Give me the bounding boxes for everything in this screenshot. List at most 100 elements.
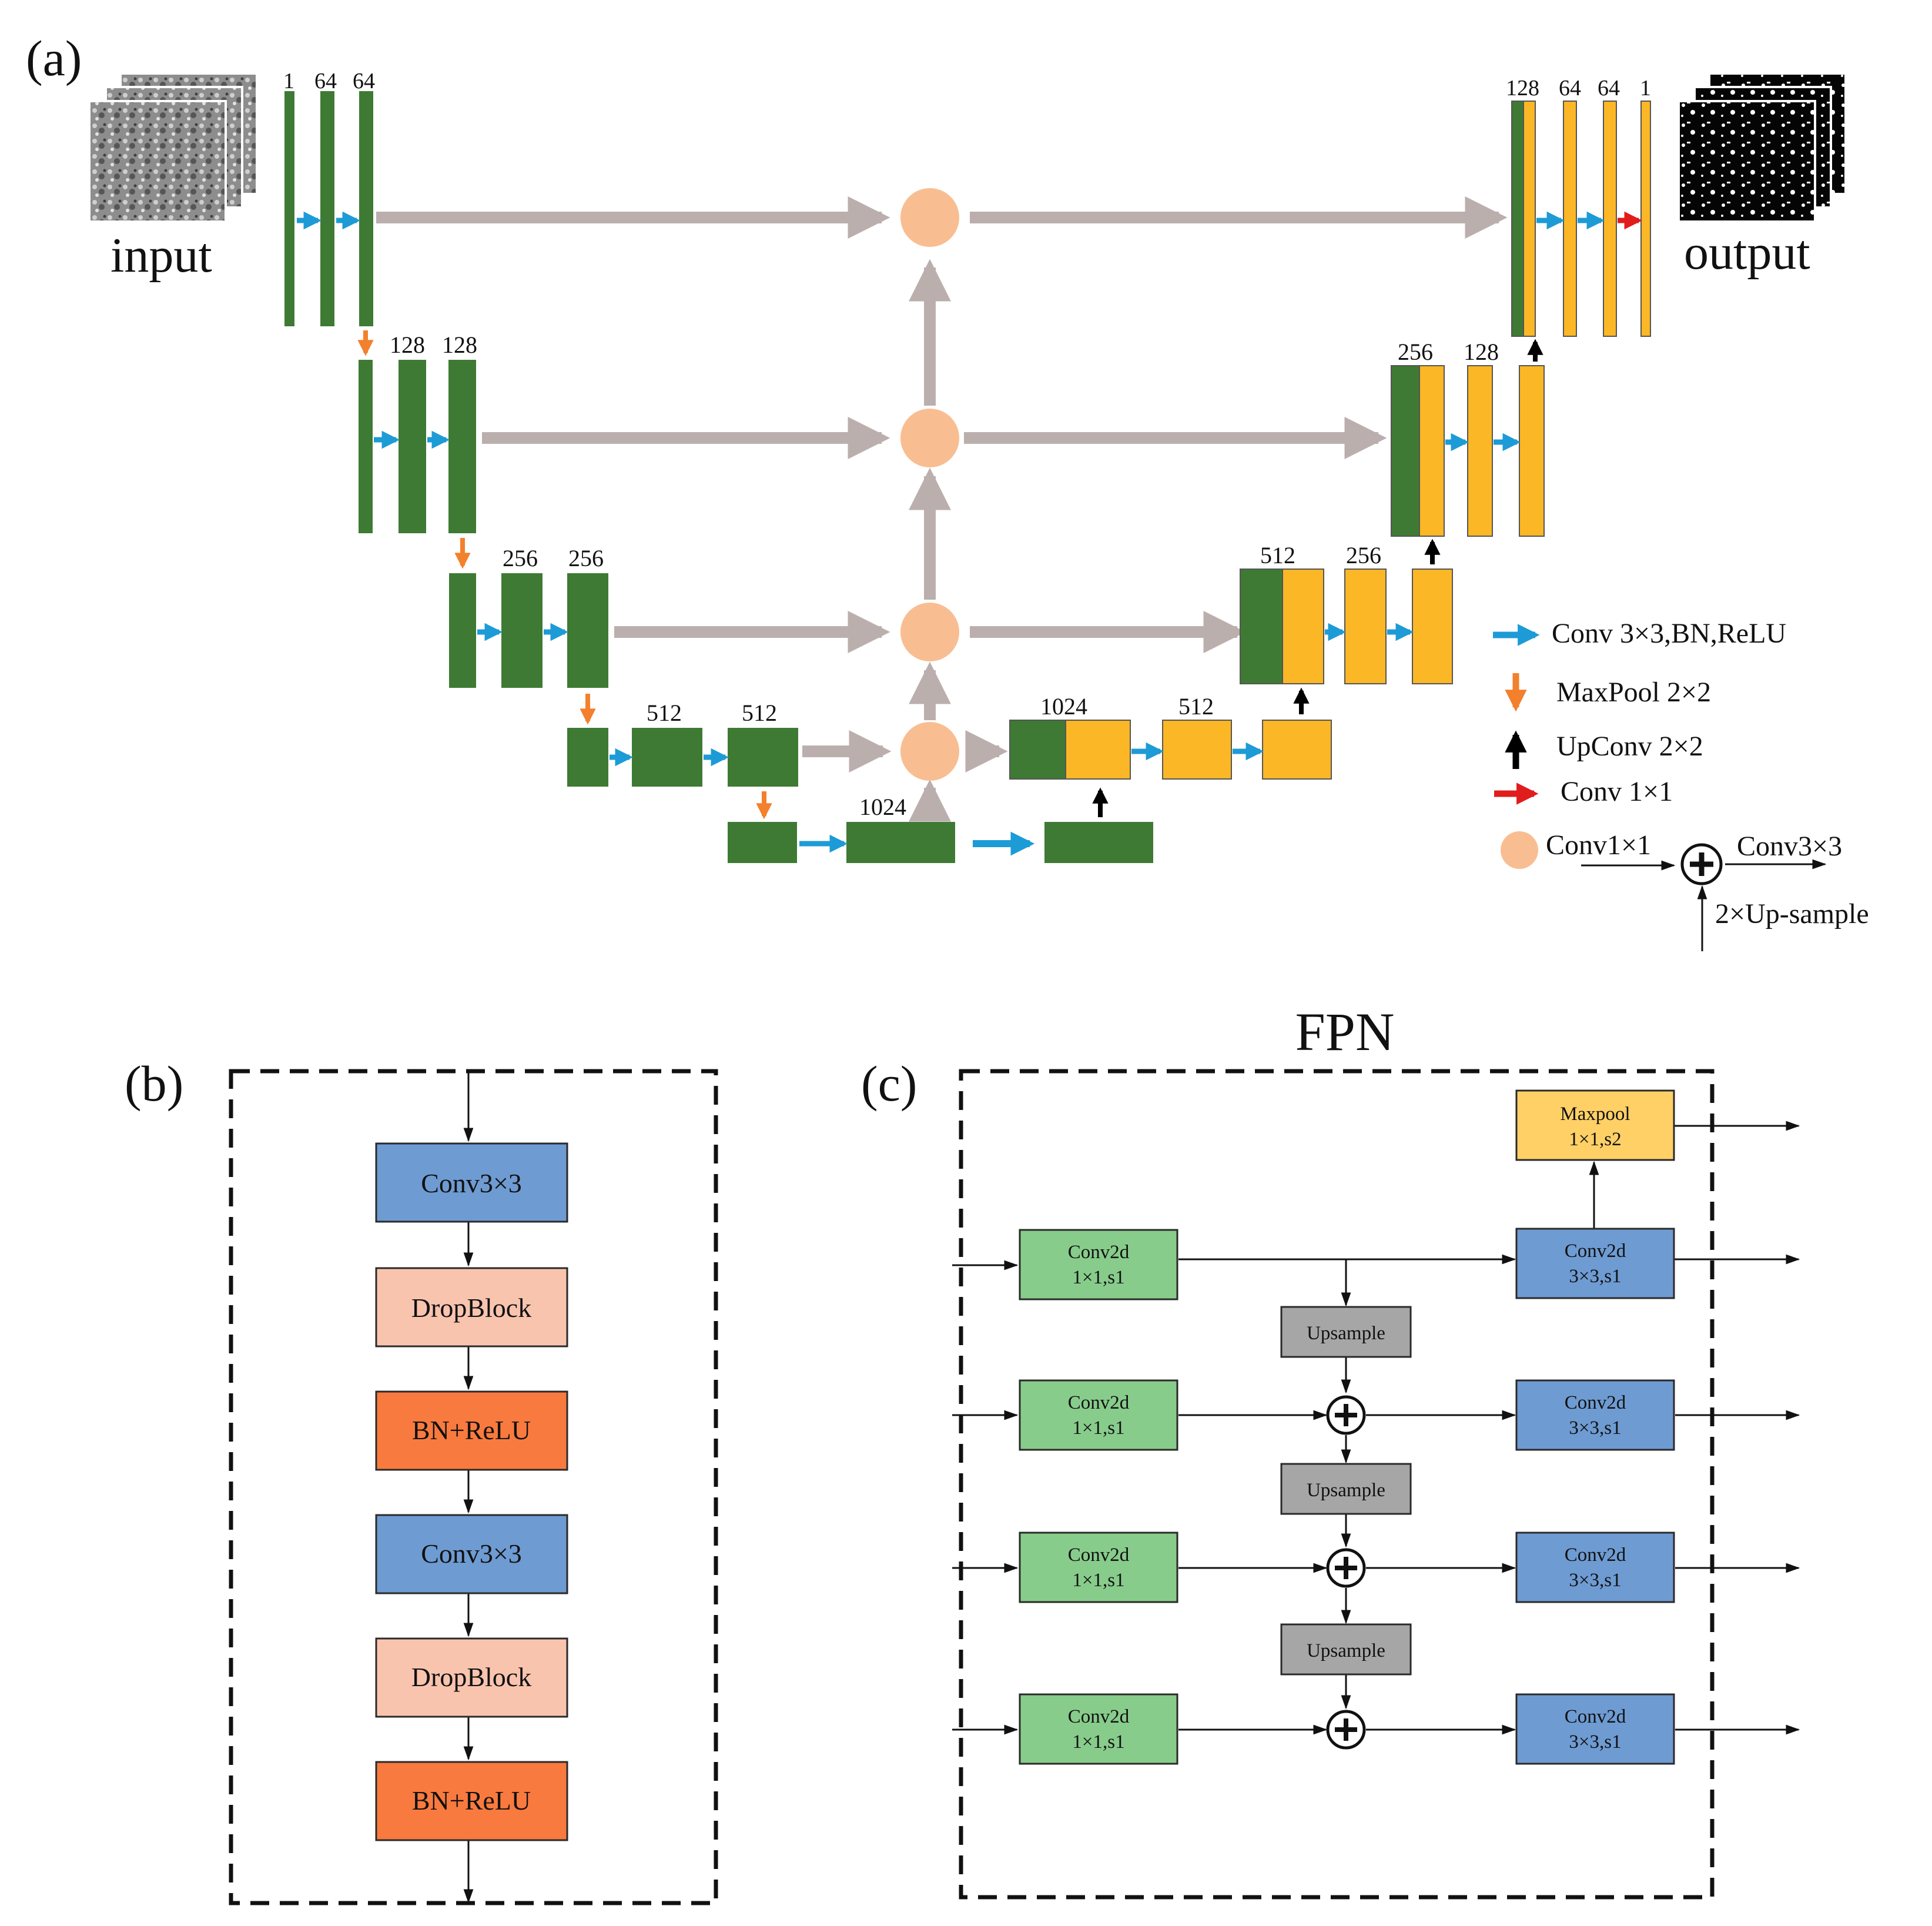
encoder-block [448,360,476,533]
fpn-lateral-line2: 1×1,s1 [1072,1417,1124,1439]
channel-label: 128 [442,332,477,358]
dropblock-block: DropBlock [375,1267,568,1347]
legend-upconv-label: UpConv 2×2 [1556,731,1703,762]
decoder [1009,101,1651,780]
encoder [284,91,1153,863]
fpn-upsample-block: Upsample [1280,1463,1412,1515]
bn-relu-block: BN+ReLU [375,1390,568,1471]
fusion-nodes [900,188,959,781]
fpn-lateral-line2: 1×1,s1 [1072,1570,1124,1591]
channel-label: 1 [1640,76,1651,101]
bn-relu-block-label: BN+ReLU [412,1785,531,1815]
legend-upsample-label: 2×Up-sample [1715,898,1869,929]
input-label: input [111,228,212,283]
channel-label: 512 [742,700,777,726]
decoder-block [1640,101,1651,337]
fpn-output-conv: Conv2d 3×3,s1 [1515,1532,1675,1603]
fpn-maxpool-block: Maxpool 1×1,s2 [1515,1089,1675,1161]
channel-label: 64 [1598,76,1620,101]
panel-c-label: (c) [861,1055,917,1112]
fpn-upsample-label: Upsample [1307,1323,1385,1344]
decoder-block [1523,101,1536,337]
fpn-lateral-conv: Conv2d 1×1,s1 [1019,1229,1178,1300]
legend-conv1x1-label: Conv 1×1 [1561,776,1673,807]
decoder-block [1419,365,1445,537]
bn-relu-block-label: BN+ReLU [412,1415,531,1445]
fpn-upsample-label: Upsample [1307,1640,1385,1661]
encoder-block [567,573,608,688]
fpn-title: FPN [1295,1002,1395,1062]
channel-label: 128 [390,332,425,358]
channel-label: 256 [1346,542,1381,569]
encoder-block [284,91,294,326]
decoder-skip-half [1391,365,1420,537]
channel-label: 256 [503,545,538,571]
panel-b-frame [229,1069,718,1905]
fpn-output-line1: Conv2d [1565,1706,1626,1727]
encoder-block [320,91,334,326]
fpn-lateral-conv: Conv2d 1×1,s1 [1019,1693,1178,1765]
upconv-arrows [1092,339,1543,817]
conv-block-label: Conv3×3 [421,1539,522,1569]
channel-label: 64 [1559,76,1581,101]
legend-fusion-conv1x1: Conv1×1 [1546,830,1651,861]
conv-block: Conv3×3 [375,1142,568,1223]
decoder-block [1467,365,1493,537]
panel-b-label: (b) [125,1055,183,1112]
fpn-upsample-block: Upsample [1280,1306,1412,1358]
dropblock-block-label: DropBlock [411,1293,531,1323]
decoder-block [1162,720,1232,780]
legend-plus-icon [1680,843,1723,885]
bn-relu-block: BN+ReLU [375,1761,568,1841]
channel-labels: 1 64 64 128 128 256 256 512 512 1024 102… [283,69,1651,820]
panel-a-label: (a) [26,30,82,86]
output-mask-stack [1677,72,1847,223]
conv-block: Conv3×3 [375,1514,568,1594]
encoder-block [567,728,608,787]
fpn-lateral-line1: Conv2d [1068,1544,1130,1566]
bottleneck-block [728,822,797,863]
legend-fusion-node [1501,831,1538,869]
fpn-maxpool-line1: Maxpool [1560,1104,1630,1125]
channel-label: 64 [314,69,337,93]
fpn-upsample-label: Upsample [1307,1480,1385,1501]
encoder-block [501,573,543,688]
conv-block-label: Conv3×3 [421,1168,522,1198]
decoder-block [1065,720,1131,780]
bottleneck-block [1044,822,1153,863]
conv-arrows [297,211,1605,856]
decoder-block [1563,101,1577,337]
encoder-block [632,728,702,787]
panel-b: (b) Conv3×3 DropBlock BN+ReLU Conv3×3 [125,1055,718,1905]
dropblock-block: DropBlock [375,1637,568,1718]
panel-c: (c) FPN [861,1002,1800,1900]
channel-label: 256 [568,545,604,571]
encoder-block [399,360,426,533]
output-label: output [1684,225,1810,280]
fpn-output-line2: 3×3,s1 [1569,1266,1621,1287]
fpn-upsample-block: Upsample [1280,1623,1412,1676]
decoder-block [1603,101,1617,337]
add-icon [1326,1395,1366,1435]
fpn-output-line1: Conv2d [1565,1392,1626,1413]
legend-conv-label: Conv 3×3,BN,ReLU [1552,618,1786,649]
fusion-node [900,409,959,467]
legend-maxpool-label: MaxPool 2×2 [1556,677,1711,708]
channel-label: 512 [647,700,682,726]
channel-label: 1024 [1040,693,1087,720]
dropblock-block-label: DropBlock [411,1662,531,1692]
decoder-block [1519,365,1545,537]
fpn-connectors [952,1121,1800,1735]
panel-a: (a) input output [26,30,1869,951]
legend: Conv 3×3,BN,ReLU MaxPool 2×2 UpConv 2×2 … [1493,618,1869,951]
fusion-node [900,188,959,247]
decoder-block [1344,569,1387,684]
fusion-node [900,722,959,781]
channel-label: 512 [1260,542,1295,569]
add-icon [1326,1548,1366,1588]
maxpool-arrows [357,330,772,820]
fpn-output-line2: 3×3,s1 [1569,1570,1621,1591]
skip-connections [376,196,1508,822]
channel-label: 1 [283,69,294,93]
